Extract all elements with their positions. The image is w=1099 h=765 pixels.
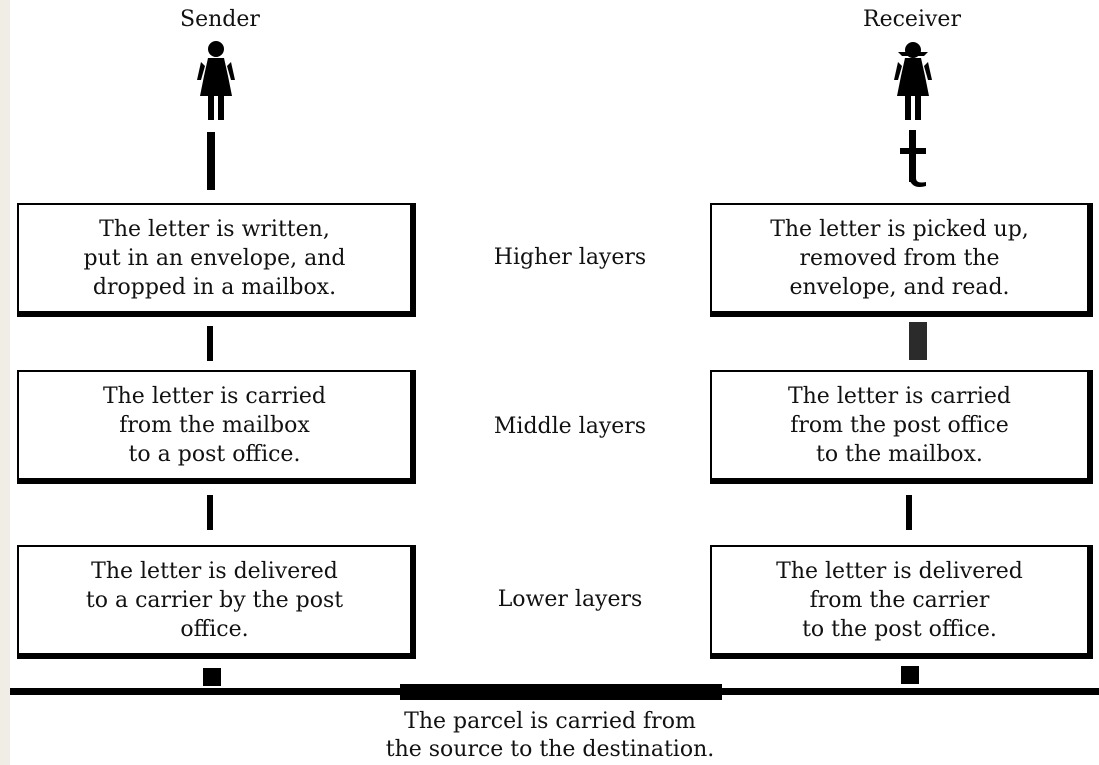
receiver-connector-ml [906, 495, 912, 530]
bottom-caption-line-2: the source to the destination. [385, 737, 715, 762]
sender-lower-line-2: to a carrier by the post [85, 587, 344, 613]
sender-middle-line-2: from the mailbox [119, 412, 310, 438]
sender-higher-box: The letter is written, put in an envelop… [17, 203, 416, 317]
receiver-lower-line-3: to the post office. [802, 616, 997, 642]
sender-connector-top [207, 132, 215, 190]
diagram-canvas: Sender The letter is written, put in an … [10, 0, 1099, 765]
sender-connector-ml [207, 495, 213, 530]
sender-lower-line-3: office. [180, 616, 249, 642]
receiver-higher-line-3: envelope, and read. [789, 274, 1010, 300]
receiver-middle-line-1: The letter is carried [787, 383, 1012, 409]
receiver-connector-hm [909, 322, 927, 360]
receiver-label: Receiver [863, 7, 961, 32]
receiver-middle-line-2: from the post office [790, 412, 1009, 438]
sender-middle-box: The letter is carried from the mailbox t… [17, 370, 416, 484]
sender-label: Sender [180, 7, 260, 32]
receiver-lower-line-1: The letter is delivered [776, 558, 1023, 584]
sender-higher-line-2: put in an envelope, and [83, 245, 346, 271]
receiver-connector-bottom [901, 666, 919, 684]
sender-higher-line-1: The letter is written, [99, 216, 330, 242]
transmission-parcel-segment [400, 684, 722, 700]
receiver-lower-box: The letter is delivered from the carrier… [710, 545, 1093, 659]
receiver-middle-line-3: to the mailbox. [816, 441, 983, 467]
sender-connector-bottom [203, 668, 221, 686]
receiver-higher-line-1: The letter is picked up, [770, 216, 1029, 242]
sender-middle-line-1: The letter is carried [102, 383, 327, 409]
receiver-t-glyph-icon [900, 130, 926, 187]
lower-layers-label: Lower layers [497, 587, 643, 612]
sender-person-icon [197, 41, 235, 120]
higher-layers-label: Higher layers [493, 245, 647, 270]
receiver-middle-box: The letter is carried from the post offi… [710, 370, 1093, 484]
sender-lower-box: The letter is delivered to a carrier by … [17, 545, 416, 659]
bottom-caption-line-1: The parcel is carried from [404, 709, 696, 734]
receiver-lower-line-2: from the carrier [809, 587, 990, 613]
receiver-higher-box: The letter is picked up, removed from th… [710, 203, 1093, 317]
receiver-higher-line-2: removed from the [799, 245, 1000, 271]
sender-middle-line-3: to a post office. [128, 441, 301, 467]
sender-lower-line-1: The letter is delivered [91, 558, 338, 584]
middle-layers-label: Middle layers [493, 414, 647, 439]
sender-higher-line-3: dropped in a mailbox. [92, 274, 337, 300]
sender-connector-hm [207, 326, 213, 361]
receiver-person-icon [894, 42, 932, 120]
